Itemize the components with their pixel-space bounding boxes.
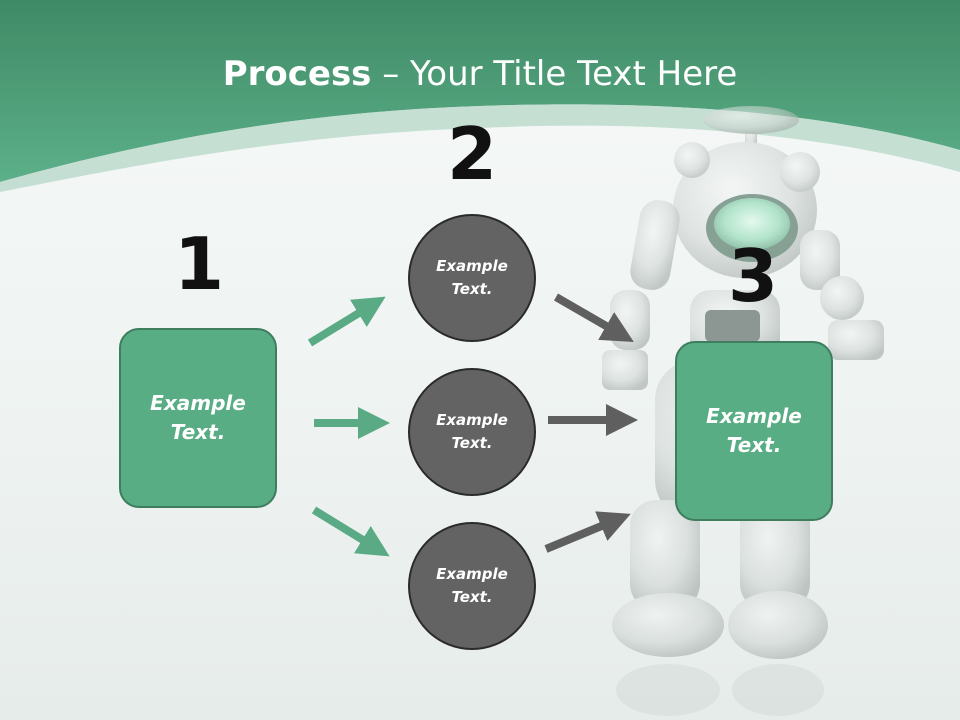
step-1-text: Example Text. [150, 391, 246, 444]
slide-title: Process – Your Title Text Here [0, 52, 960, 96]
circle-text: Example Text. [436, 411, 508, 452]
step-3-text: Example Text. [706, 404, 802, 457]
step-3-number: 3 [727, 234, 779, 318]
step-3-box: Example Text. [675, 341, 833, 521]
title-bold: Process [222, 54, 372, 94]
step-1-box: Example Text. [119, 328, 277, 508]
arrow-from-bottom [544, 511, 631, 553]
arrow-from-top [553, 293, 634, 343]
step-2-number: 2 [446, 112, 498, 196]
circle-text: Example Text. [436, 565, 508, 606]
step-2-circle-top: Example Text. [408, 214, 536, 342]
arrow-to-bottom [311, 506, 390, 557]
step-2-circle-middle: Example Text. [408, 368, 536, 496]
step-2-circle-bottom: Example Text. [408, 522, 536, 650]
circle-text: Example Text. [436, 257, 508, 298]
title-rest: – Your Title Text Here [371, 54, 738, 94]
step-1-number: 1 [173, 222, 225, 306]
arrow-to-top [307, 296, 386, 347]
